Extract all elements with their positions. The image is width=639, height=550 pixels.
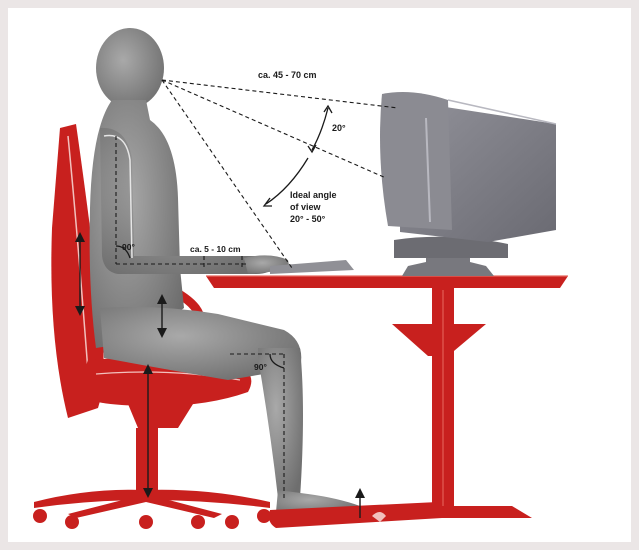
view-angle-label-3: 20° - 50° <box>290 214 326 224</box>
top-angle-arc <box>312 108 328 150</box>
view-angle-label-1: Ideal angle <box>290 190 337 200</box>
chair-column <box>136 428 158 494</box>
desk-top <box>206 276 568 288</box>
chair-base <box>33 490 271 529</box>
desk-gap-label: ca. 5 - 10 cm <box>190 244 241 254</box>
elbow-angle-label: 90° <box>122 242 135 252</box>
person-arm <box>100 128 276 274</box>
eye-distance-label: ca. 45 - 70 cm <box>258 70 317 80</box>
knee-angle-label: 90° <box>254 362 267 372</box>
monitor <box>380 92 556 276</box>
ergonomics-diagram: ca. 45 - 70 cm 20° Ideal angle of view 2… <box>8 8 631 542</box>
monitor-screen <box>380 92 452 230</box>
view-angle-label-2: of view <box>290 202 322 212</box>
ergonomics-illustration: ca. 45 - 70 cm 20° Ideal angle of view 2… <box>8 8 631 542</box>
person-head <box>96 28 164 108</box>
desk <box>206 276 568 518</box>
top-angle-label: 20° <box>332 123 346 133</box>
